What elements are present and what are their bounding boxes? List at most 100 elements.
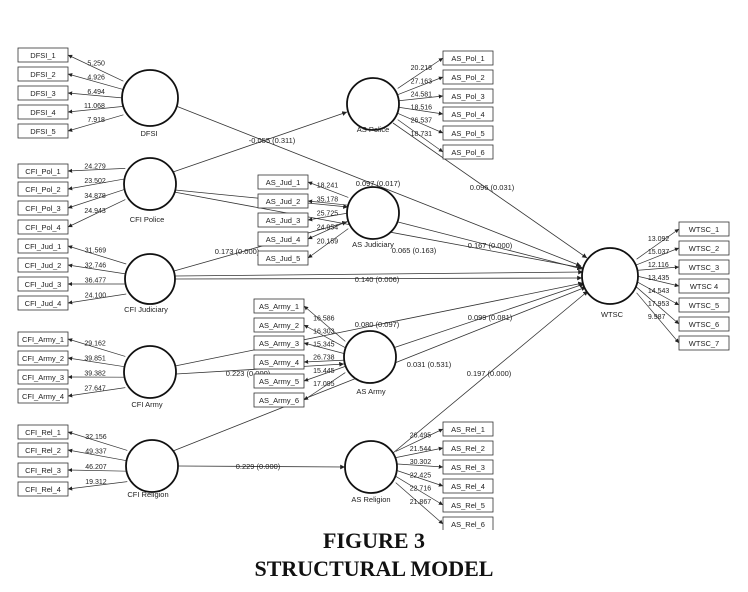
path-cfi_police-to-as_police — [172, 111, 348, 173]
loading-label: 34.878 — [84, 193, 106, 200]
indicator-label: AS_Rel_6 — [451, 520, 485, 529]
loading-label: 16.303 — [313, 329, 335, 336]
indicator-label: CFI_Rel_4 — [25, 485, 61, 494]
loading-label: 26.738 — [313, 355, 335, 362]
indicator-link — [636, 275, 680, 288]
loading-label: 11.068 — [84, 103, 105, 110]
indicator-label: WTSC_7 — [689, 339, 719, 348]
indicator-link — [67, 448, 128, 462]
indicator-label: CFI_Pol_4 — [25, 223, 60, 232]
loading-label: 25.725 — [317, 210, 339, 217]
indicator-box — [17, 295, 69, 311]
loading-label: 39.382 — [84, 371, 106, 378]
indicator-label: CFI_Jud_2 — [25, 261, 62, 270]
indicator-label: AS_Army_4 — [259, 358, 299, 367]
indicator-link — [67, 91, 124, 99]
indicator-box — [17, 47, 69, 63]
indicator-label: DFSI_3 — [30, 89, 55, 98]
indicator-link — [307, 212, 349, 222]
construct-label: AS Judiciary — [352, 240, 394, 249]
indicator-label: CFI_Rel_2 — [25, 446, 61, 455]
indicator-link — [67, 188, 126, 209]
loading-label: 21.544 — [410, 446, 432, 453]
indicator-box — [442, 516, 494, 530]
indicator-label: DFSI_2 — [30, 70, 55, 79]
loading-label: 29.162 — [84, 340, 106, 347]
indicator-box — [442, 440, 494, 456]
indicator-label: WTSC_3 — [689, 263, 719, 272]
loading-label: 18.516 — [411, 104, 433, 111]
indicator-link — [67, 356, 126, 368]
indicator-link — [307, 228, 349, 259]
indicator-link — [303, 366, 346, 382]
indicator-box — [257, 231, 309, 247]
indicator-box — [17, 257, 69, 273]
indicator-label: AS_Rel_1 — [451, 425, 485, 434]
construct-as_judiciary — [346, 186, 400, 240]
loading-label: 49.337 — [85, 448, 107, 455]
loading-label: 18.241 — [317, 182, 339, 189]
indicator-box — [442, 459, 494, 475]
indicator-label: AS_Rel_3 — [451, 463, 485, 472]
path-coefficient-label: 0.097 (0.017) — [356, 179, 401, 188]
indicator-link — [307, 181, 349, 198]
indicator-box — [17, 350, 69, 366]
loading-label: 32.156 — [85, 434, 107, 441]
indicator-link — [67, 54, 124, 82]
indicator-label: CFI_Pol_2 — [25, 185, 60, 194]
indicator-link — [67, 168, 126, 173]
indicator-box — [17, 424, 69, 440]
indicator-box — [17, 66, 69, 82]
indicator-link — [67, 114, 124, 132]
loading-label: 13.092 — [648, 236, 670, 243]
indicator-label: DFSI_4 — [30, 108, 55, 117]
indicator-box — [17, 238, 69, 254]
indicator-links: 5.2504.9266.49411.0687.91824.27923.50234… — [67, 54, 680, 525]
indicator-box — [17, 181, 69, 197]
indicator-box — [253, 317, 305, 333]
indicator-box — [17, 123, 69, 139]
loading-label: 26.495 — [410, 433, 432, 440]
loading-label: 27.647 — [84, 386, 106, 393]
indicator-label: AS_Army_1 — [259, 302, 299, 311]
indicator-label: CFI_Jud_3 — [25, 280, 62, 289]
indicator-box — [17, 104, 69, 120]
path-coefficient-label: 0.140 (0.006) — [355, 275, 400, 284]
indicator-label: AS_Army_6 — [259, 396, 299, 405]
indicator-link — [303, 372, 346, 401]
indicator-box — [442, 125, 494, 141]
path-coefficient-label: 0.173 (0.000) — [215, 247, 260, 256]
construct-label: AS Police — [357, 125, 390, 134]
path-coefficient-label: 0.031 (0.531) — [407, 360, 452, 369]
indicator-link — [397, 76, 444, 95]
indicator-box — [17, 481, 69, 497]
loading-label: 17.953 — [648, 301, 670, 308]
indicator-box — [678, 221, 730, 237]
loading-label: 24.954 — [317, 224, 339, 231]
indicator-label: AS_Pol_3 — [451, 92, 484, 101]
indicator-box — [17, 163, 69, 179]
indicator-link — [397, 113, 444, 134]
indicator-link — [397, 94, 444, 102]
indicator-label: AS_Jud_2 — [266, 197, 301, 206]
indicator-box — [17, 442, 69, 458]
indicator-link — [303, 359, 346, 364]
path-cfi_judiciary-to-as_judiciary — [173, 220, 348, 272]
indicator-link — [397, 106, 444, 116]
indicator-link — [395, 482, 444, 525]
indicator-label: CFI_Army_3 — [22, 373, 64, 382]
indicator-link — [636, 292, 680, 344]
construct-label: CFI Army — [131, 400, 162, 409]
indicator-label: AS_Pol_2 — [451, 73, 484, 82]
loading-label: 7.918 — [87, 117, 105, 124]
indicator-label: CFI_Jud_1 — [25, 242, 62, 251]
indicator-label: CFI_Pol_3 — [25, 204, 60, 213]
indicator-box — [257, 250, 309, 266]
indicator-label: DFSI_1 — [30, 51, 55, 60]
indicator-link — [395, 428, 444, 452]
loading-label: 24.581 — [411, 92, 433, 99]
loading-label: 24.100 — [85, 292, 107, 299]
path-coefficient-label: 0.080 (0.097) — [355, 320, 400, 329]
loading-label: 4.926 — [87, 75, 105, 82]
